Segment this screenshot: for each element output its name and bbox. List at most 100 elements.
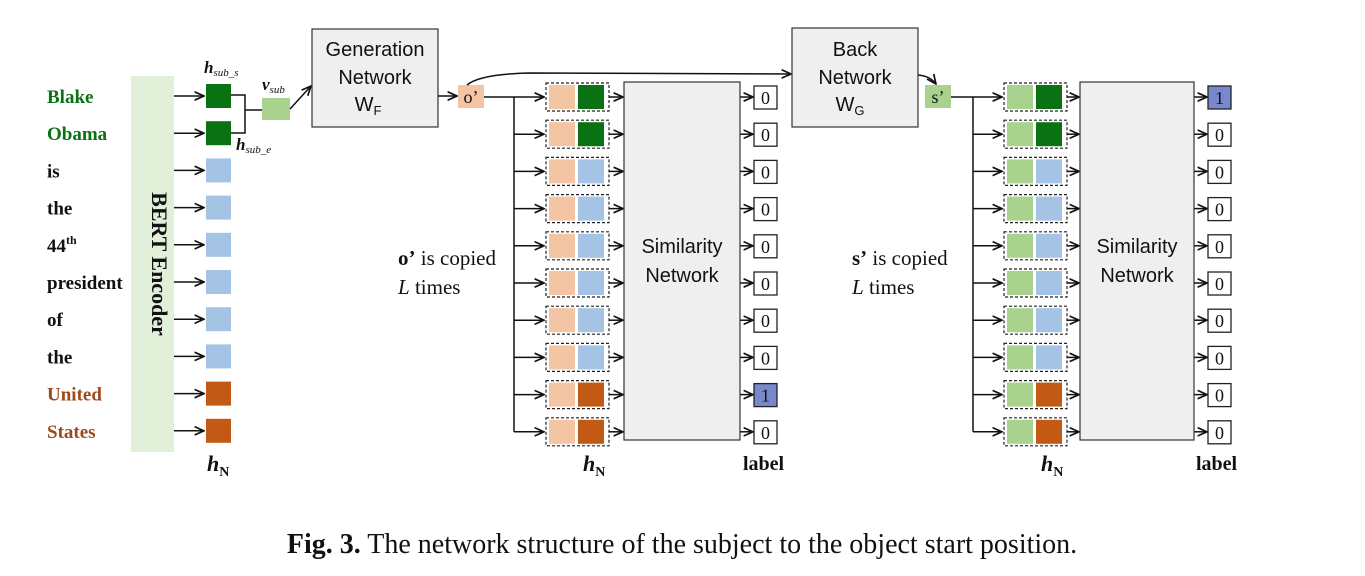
- label-box: [753, 271, 778, 296]
- label-value: 0: [761, 88, 770, 108]
- token-vector-square: [578, 233, 604, 258]
- v-sub-sub: sub: [270, 84, 286, 96]
- label-box: [1207, 308, 1232, 333]
- token-word: the: [47, 199, 72, 220]
- h-n-sub-2: N: [595, 465, 605, 480]
- hidden-state-square: [206, 418, 231, 443]
- copied-vector-square: [549, 196, 575, 221]
- label-value: 0: [1215, 311, 1224, 331]
- label-value: 0: [1215, 237, 1224, 257]
- s-copy-times: times: [864, 275, 915, 299]
- label-value: 0: [761, 311, 770, 331]
- o-copy-rest: is copied: [416, 246, 497, 270]
- copied-vector-square: [1007, 85, 1033, 109]
- label-value: 0: [761, 348, 770, 368]
- label-value: 0: [761, 162, 770, 182]
- token-vector-square: [578, 271, 604, 295]
- o-copy-note-line1: o’ is copied: [398, 246, 496, 270]
- label-value: 0: [1215, 125, 1224, 145]
- token-word-text: of: [47, 310, 64, 331]
- back-network-line3: WG: [835, 94, 864, 118]
- label-box: [1207, 420, 1232, 445]
- token-vector-square: [1036, 345, 1062, 370]
- h-sub-e-sub: sub_e: [245, 144, 271, 156]
- token-word-text: president: [47, 273, 123, 294]
- figure-caption: Fig. 3. The network structure of the sub…: [287, 529, 1077, 560]
- s-copy-var: L: [851, 275, 864, 299]
- label-value: 0: [1215, 386, 1224, 406]
- token-word-text: Obama: [47, 124, 108, 145]
- h-n-main-1: h: [207, 451, 219, 476]
- copied-vector-square: [1007, 382, 1033, 407]
- bert-encoder-label: BERT Encoder: [147, 192, 172, 336]
- v-sub-label: vsub: [262, 75, 285, 96]
- label-box: [753, 420, 778, 445]
- hidden-state-square: [206, 344, 231, 369]
- label-value: 0: [1215, 274, 1224, 294]
- label-value: 0: [1215, 423, 1224, 443]
- left-similarity-line2: Network: [645, 265, 719, 287]
- token-vector-square: [1036, 382, 1062, 407]
- arrow-back-to-s: [917, 75, 936, 84]
- h-sub-e-label: hsub_e: [236, 135, 271, 156]
- label-value: 1: [761, 386, 770, 406]
- label-header-right: label: [1196, 453, 1238, 475]
- hidden-state-square: [206, 232, 231, 257]
- hidden-state-square: [206, 381, 231, 406]
- label-box: [753, 234, 778, 259]
- copied-vector-square: [1007, 345, 1033, 370]
- copied-vector-square: [549, 271, 575, 295]
- copied-vector-square: [549, 233, 575, 258]
- token-vector-square: [1036, 196, 1062, 221]
- hidden-state-square: [206, 158, 231, 183]
- v-sub-main: v: [262, 75, 270, 94]
- copied-vector-square: [549, 419, 575, 444]
- token-word: the: [47, 347, 72, 368]
- token-vector-square: [578, 308, 604, 333]
- o-copy-bold: o’: [398, 246, 416, 270]
- label-box: [753, 382, 778, 408]
- token-word: president: [47, 273, 123, 294]
- token-word-text: Blake: [47, 87, 93, 108]
- token-layer: BlakeObamaisthe44thpresidentoftheUnitedS…: [47, 84, 231, 443]
- label-box: [1207, 159, 1232, 185]
- subject-bracket-line: [231, 94, 262, 134]
- label-value: 0: [761, 423, 770, 443]
- label-box: [753, 345, 778, 371]
- copied-vector-square: [549, 122, 575, 147]
- token-vector-square: [1036, 271, 1062, 295]
- caption-prefix: Fig. 3.: [287, 529, 361, 560]
- o-copy-times: times: [410, 275, 461, 299]
- h-sub-e-main: h: [236, 135, 245, 154]
- o-copy-var: L: [397, 275, 410, 299]
- copied-vector-square: [1007, 122, 1033, 147]
- token-word-text: the: [47, 347, 72, 368]
- bert-encoder-block: [131, 76, 174, 452]
- copied-vector-square: [1007, 271, 1033, 295]
- hidden-state-square: [206, 270, 231, 294]
- token-word: is: [47, 161, 60, 182]
- label-box: [1207, 382, 1232, 408]
- o-prime-box: [458, 85, 484, 108]
- copied-vector-square: [1007, 419, 1033, 444]
- label-value: 0: [1215, 200, 1224, 220]
- hidden-state-square: [206, 307, 231, 332]
- token-word: Blake: [47, 87, 93, 108]
- label-value: 0: [761, 237, 770, 257]
- token-vector-square: [578, 122, 604, 147]
- label-box: [1207, 196, 1232, 222]
- wf-main: W: [355, 94, 374, 116]
- h-sub-s-main: h: [204, 58, 213, 77]
- token-word: of: [47, 310, 64, 331]
- v-sub-box: [262, 98, 290, 120]
- label-box: [1207, 345, 1232, 371]
- left-similarity-line1: Similarity: [641, 236, 722, 258]
- arrow-vsub-to-generation: [289, 86, 311, 110]
- token-vector-square: [1036, 419, 1062, 444]
- right-similarity-line1: Similarity: [1096, 236, 1177, 258]
- token-vector-square: [578, 345, 604, 370]
- back-network-box: [791, 27, 919, 128]
- token-word: Obama: [47, 124, 108, 145]
- token-vector-square: [578, 419, 604, 444]
